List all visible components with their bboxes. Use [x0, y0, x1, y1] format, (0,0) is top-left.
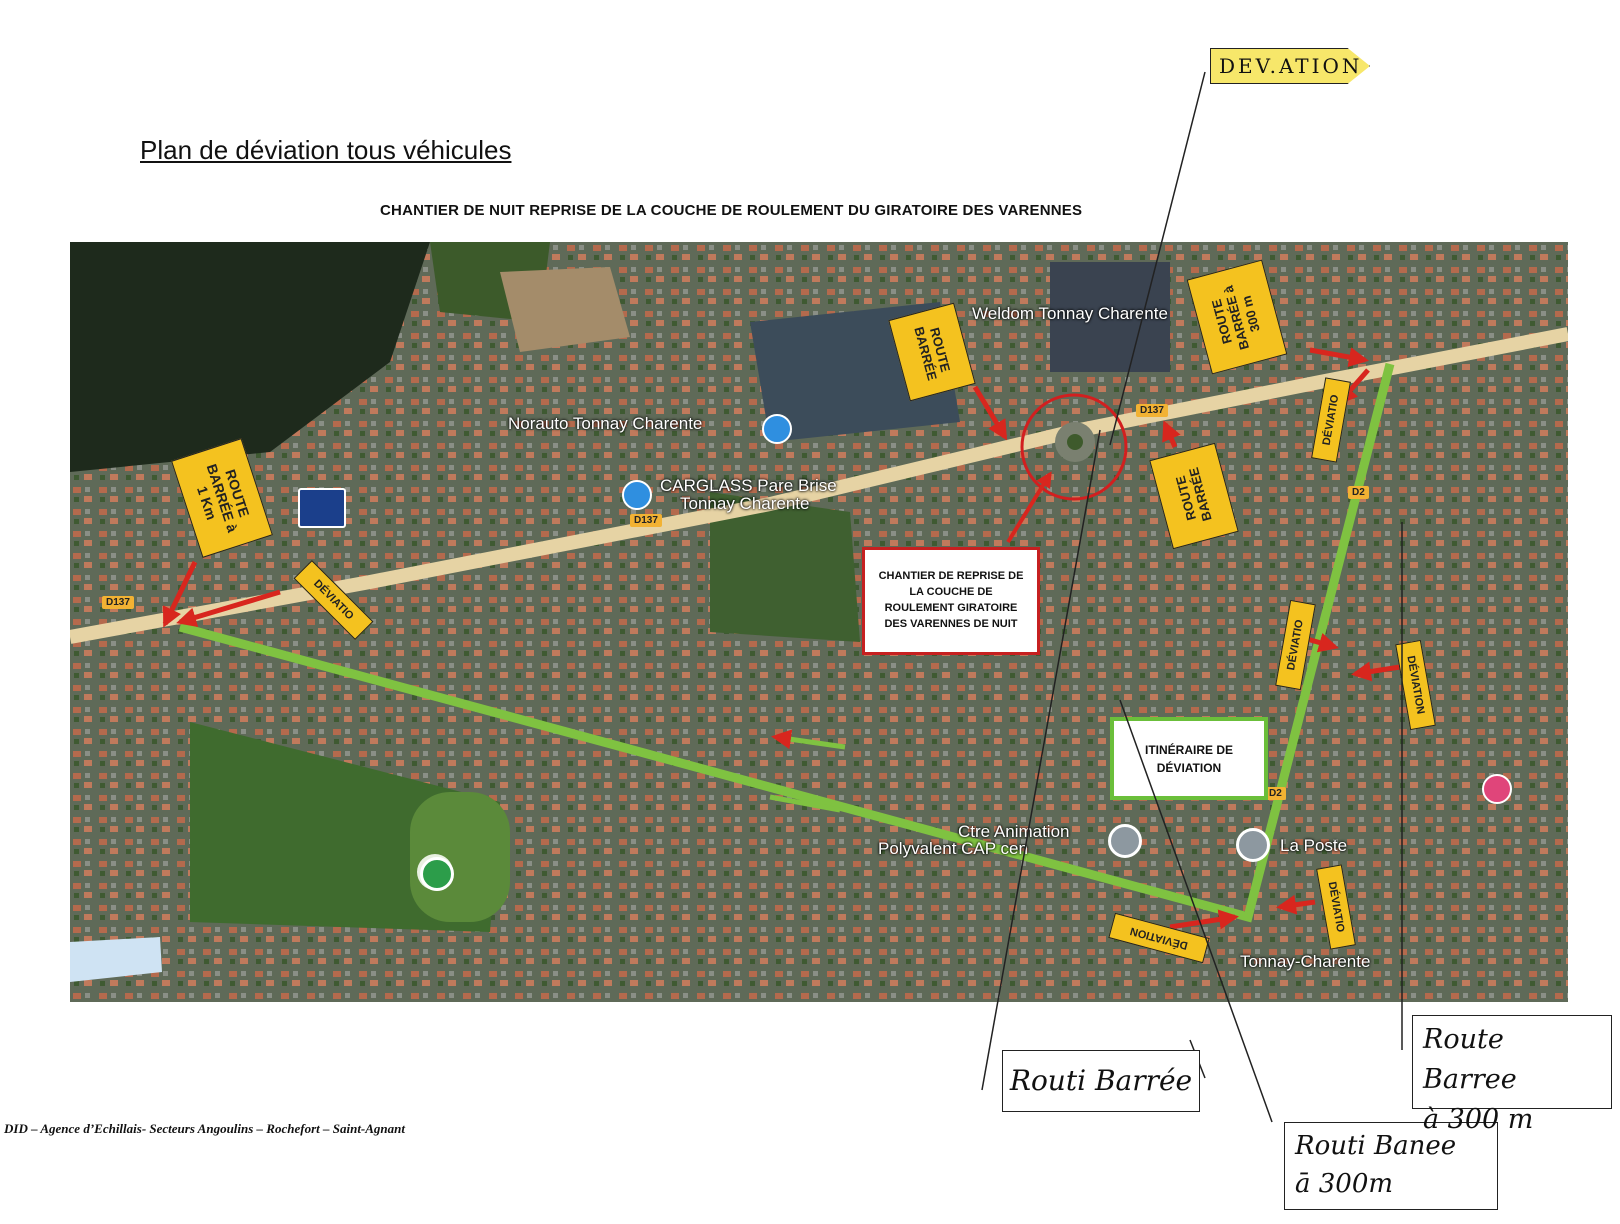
page-subtitle: CHANTIER DE NUIT REPRISE DE LA COUCHE DE…: [380, 202, 1083, 219]
shopping-bag-icon[interactable]: [762, 414, 792, 444]
page-footer: DID – Agence d’Echillais- Secteurs Angou…: [4, 1121, 406, 1136]
annotation-route-barree-b: Routi Banee ā 300m: [1284, 1122, 1498, 1210]
road-tag-d2: D2: [1348, 486, 1369, 499]
annotation-route-barree-a: Routi Barrée: [1002, 1050, 1200, 1112]
poi-carglass-line2[interactable]: Tonnay Charente: [680, 494, 810, 513]
road-tag-d137: D137: [102, 596, 134, 609]
annotation-deviation-tag: DEV.ATION: [1210, 48, 1370, 84]
poi-ctre-line2[interactable]: Polyvalent CAP cen: [878, 839, 1028, 858]
deviation-route-box: ITINÉRAIRE DE DÉVIATION: [1110, 717, 1268, 800]
annotation-route-barree-b-line2: ā 300m: [1295, 1169, 1394, 1199]
shopping-bag-icon[interactable]: [622, 480, 652, 510]
annotation-route-barree-c-line2: à 300 m: [1423, 1104, 1534, 1135]
page-title: Plan de déviation tous véhicules: [140, 135, 512, 165]
annotation-route-barree-c-line1: Route Barree: [1423, 1024, 1517, 1095]
poi-norauto[interactable]: Norauto Tonnay Charente: [508, 414, 703, 433]
worksite-box: CHANTIER DE REPRISE DE LA COUCHE DE ROUL…: [862, 547, 1040, 655]
road-tag-d2: D2: [1265, 787, 1286, 800]
road-tag-d137: D137: [630, 514, 662, 527]
poi-weldom[interactable]: Weldom Tonnay Charente: [972, 304, 1168, 323]
place-pin-icon[interactable]: [1108, 824, 1142, 858]
poi-pink-icon[interactable]: [1482, 774, 1512, 804]
aldi-logo-icon: [298, 488, 346, 528]
mail-icon[interactable]: [1236, 828, 1270, 862]
satellite-map[interactable]: Weldom Tonnay Charente Norauto Tonnay Ch…: [70, 242, 1568, 1002]
annotation-route-barree-b-line1: Routi Banee: [1295, 1131, 1457, 1161]
annotation-route-barree-c: Route Barree à 300 m: [1412, 1015, 1612, 1135]
poi-la-poste[interactable]: La Poste: [1280, 836, 1348, 855]
poi-tonnay-charente[interactable]: Tonnay-Charente: [1240, 952, 1371, 971]
stadium-pin-icon: [420, 857, 454, 891]
poi-carglass-line1[interactable]: CARGLASS Pare Brise: [660, 476, 837, 495]
road-tag-d137: D137: [1136, 404, 1168, 417]
